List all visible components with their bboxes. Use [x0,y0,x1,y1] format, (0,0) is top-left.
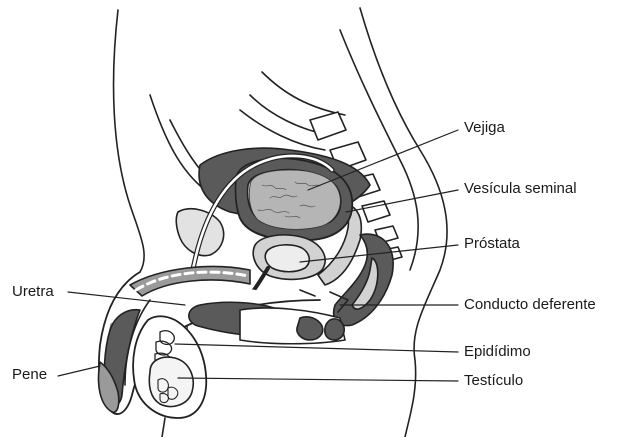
leader-pene [58,366,100,376]
scrotum-stem [162,418,165,437]
sphincter-line-2 [300,290,315,296]
leader-epididimo [175,344,458,352]
label-testiculo: Testículo [464,372,523,390]
label-epididimo: Epidídimo [464,343,531,361]
label-vesicula-seminal: Vesícula seminal [464,180,577,198]
intestine-fold-2 [240,110,325,150]
bladder-inner-texture [249,170,340,229]
label-pene: Pene [12,366,47,384]
label-vejiga: Vejiga [464,119,505,137]
body-outline-front [114,10,145,272]
label-uretra: Uretra [12,283,54,301]
label-prostata: Próstata [464,235,520,253]
bulb-shape [325,319,345,340]
body-outline-back [360,8,447,437]
abdominal-wall-line [150,95,205,190]
label-conducto-deferente: Conducto deferente [464,296,596,314]
intestine-fold-3 [262,72,345,115]
prostate-inner [265,245,309,272]
